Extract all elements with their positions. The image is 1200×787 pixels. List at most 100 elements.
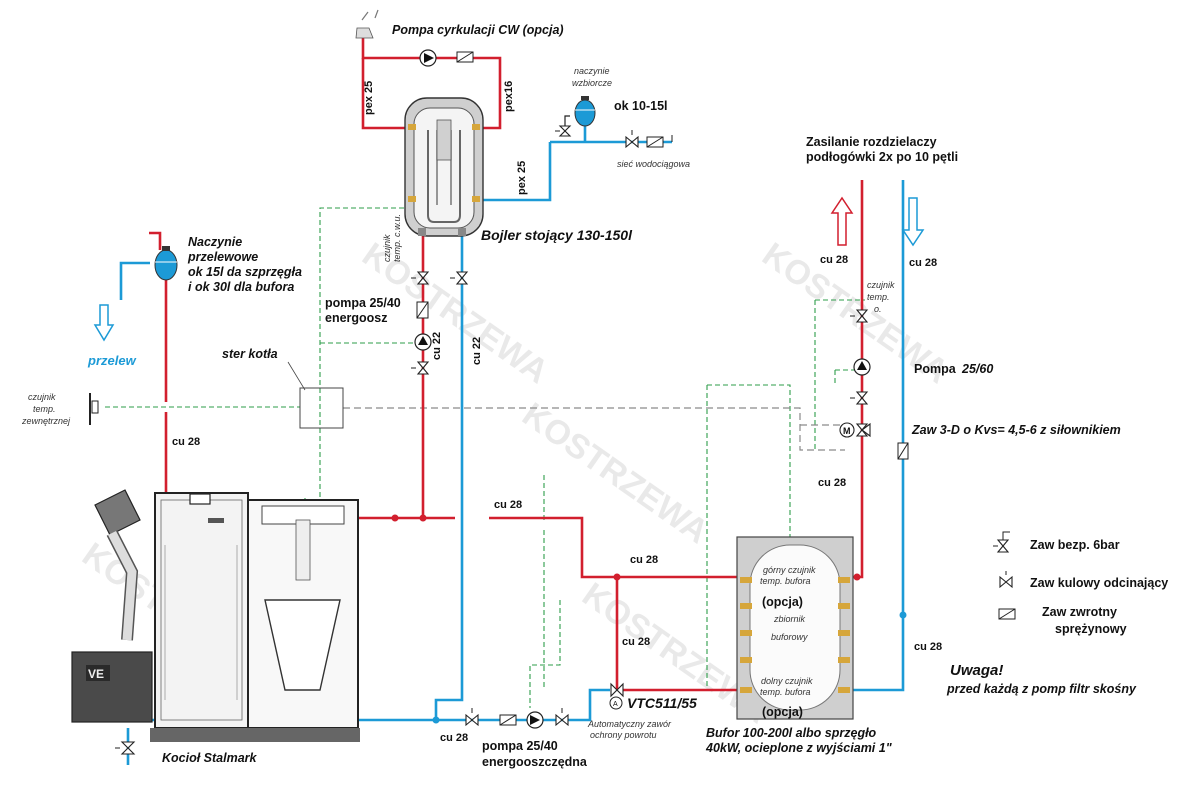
- pipe-label-cu28: cu 28: [818, 477, 846, 489]
- svg-text:A: A: [613, 701, 618, 708]
- ball-valve-icon: [555, 708, 569, 727]
- legend-label: Zaw zwrotny: [1042, 605, 1117, 619]
- safety-valve-icon: [555, 115, 572, 137]
- labels: Pompa cyrkulacji CW (opcja) naczynie wzb…: [21, 23, 1137, 769]
- boiler-pump-bottom-label: energooszczędna: [482, 755, 588, 769]
- boiler-pump-bottom-icon: [526, 711, 544, 729]
- ball-valve-icon: [465, 708, 479, 727]
- control-wiring: [343, 407, 845, 451]
- buffer-bottom-sensor-label: dolny czujnik: [761, 676, 813, 686]
- overflow-arrow-icon: [93, 304, 115, 342]
- legend-label: sprężynowy: [1055, 622, 1127, 636]
- pipe-label-cu22: cu 22: [471, 337, 483, 365]
- dhw-sensor-label: temp. c.w.u.: [392, 214, 402, 262]
- note-text: przed każdą z pomp filtr skośny: [946, 682, 1137, 696]
- pipe-label-cu28: cu 28: [622, 636, 650, 648]
- water-heater: [404, 97, 484, 237]
- pipe-label-cu28: cu 28: [494, 499, 522, 511]
- floor-heating-pump-icon: [853, 358, 871, 376]
- ball-valve-icon: [850, 309, 869, 323]
- expansion-vessel-label: wzbiorcze: [572, 78, 612, 88]
- water-heater-label: Bojler stojący 130-150l: [481, 227, 633, 243]
- watermark: KOSTRZEWA: [515, 395, 715, 551]
- outdoor-sensor-label: czujnik: [28, 392, 56, 402]
- buffer-description: 40kW, ocieplone z wyjściami 1": [705, 741, 893, 755]
- buffer-tank-label: zbiornik: [773, 614, 806, 624]
- boiler-body: VE: [71, 489, 360, 742]
- overflow-vessel-label: Naczynie: [188, 235, 242, 249]
- legend: Zaw bezp. 6bar Zaw kulowy odcinający Zaw…: [993, 531, 1168, 636]
- pipe-label-cu28: cu 28: [914, 641, 942, 653]
- auto-valve-label: ochrony powrotu: [590, 730, 657, 740]
- boiler-brand-logo: VE: [88, 667, 104, 681]
- room-sensor-label: o.: [874, 304, 882, 314]
- buffer-bottom-sensor-label: temp. bufora: [760, 687, 811, 697]
- ball-valve-icon: [411, 271, 430, 285]
- buffer-description: Bufor 100-200l albo sprzęgło: [706, 726, 877, 740]
- boiler-pump-bottom-label: pompa 25/40: [482, 739, 558, 753]
- buffer-top-sensor-label: górny czujnik: [763, 565, 816, 575]
- floor-heating-supply-label: podłogówki 2x po 10 pętli: [806, 150, 958, 164]
- buffer-bottom-option-label: (opcja): [762, 705, 803, 719]
- ball-valve-icon: [115, 741, 136, 755]
- ball-valves: [115, 130, 869, 755]
- legend-item: Zaw kulowy odcinający: [999, 571, 1168, 590]
- pipe-label-pex25: pex 25: [363, 81, 375, 115]
- anti-condensation-valve-icon: A: [609, 682, 624, 710]
- room-sensor-label: czujnik: [867, 280, 895, 290]
- ball-valve-icon: [625, 130, 639, 149]
- buffer-tank-label: buforowy: [771, 632, 808, 642]
- controller-label: ster kotła: [222, 347, 278, 361]
- outdoor-sensor-label: zewnętrznej: [21, 416, 71, 426]
- dhw-sensor-label: czujnik: [382, 234, 392, 262]
- expansion-vessel-label: naczynie: [574, 66, 610, 76]
- pipe-label-pex16: pex16: [503, 81, 515, 112]
- circulation-pump-label: Pompa cyrkulacji CW (opcja): [392, 23, 564, 37]
- room-sensor-label: temp.: [867, 292, 890, 302]
- supply-arrow-icon: [830, 196, 854, 246]
- boiler-pump-top-label: pompa 25/40: [325, 296, 401, 310]
- ball-valve-icon: [411, 361, 430, 375]
- buffer-top-sensor-label: temp. bufora: [760, 576, 811, 586]
- floor-pump-label: Pompa: [914, 362, 957, 376]
- water-network-label: sieć wodociągowa: [617, 159, 690, 169]
- flow-arrows: [93, 196, 925, 342]
- auto-valve-label: Automatyczny zawór: [587, 719, 672, 729]
- ball-valve-icon: [450, 271, 469, 285]
- faucet-icon: [355, 9, 379, 39]
- circulation-pump-icon: [419, 49, 437, 67]
- pipe-label-cu22: cu 22: [431, 332, 443, 360]
- legend-label: Zaw bezp. 6bar: [1030, 538, 1120, 552]
- pipe-label-cu28: cu 28: [440, 732, 468, 744]
- svg-text:M: M: [843, 426, 851, 436]
- expansion-vessel-dhw: [574, 96, 596, 127]
- check-valves: [416, 51, 909, 726]
- boiler-pump-top-icon: [414, 333, 432, 351]
- expansion-vessel-size: ok 10-15l: [614, 99, 668, 113]
- overflow-vessel-label: i ok 30l dla bufora: [188, 280, 294, 294]
- return-arrow-icon: [901, 197, 925, 247]
- ball-valve-icon: [999, 571, 1013, 589]
- pipe-label-cu28: cu 28: [172, 436, 200, 448]
- note-title: Uwaga!: [950, 662, 1003, 679]
- overflow-vessel-label: ok 15l da szprzęgła: [188, 265, 302, 279]
- outdoor-sensor-icon: [89, 393, 99, 425]
- pipe-label-pex25-side: pex 25: [516, 161, 528, 195]
- floor-pump-model: 25/60: [961, 362, 993, 376]
- legend-item: Zaw zwrotny sprężynowy: [998, 605, 1127, 636]
- safety-valve-icon: [993, 531, 1010, 553]
- vtc-valve-label: VTC511/55: [627, 695, 697, 711]
- three-way-valve-label: Zaw 3-D o Kvs= 4,5-6 z siłownikiem: [911, 423, 1121, 437]
- outdoor-sensor-label: temp.: [33, 404, 56, 414]
- buffer-top-option-label: (opcja): [762, 595, 803, 609]
- check-valve-icon: [998, 608, 1016, 620]
- pipe-label-cu28: cu 28: [820, 254, 848, 266]
- overflow-label: przelew: [87, 353, 137, 368]
- pipe-label-cu28: cu 28: [909, 257, 937, 269]
- controller-box: [299, 387, 344, 429]
- floor-heating-supply-label: Zasilanie rozdzielaczy: [806, 135, 937, 149]
- boiler-label: Kocioł Stalmark: [162, 751, 258, 765]
- ball-valve-icon: [850, 391, 869, 405]
- legend-item: Zaw bezp. 6bar: [993, 531, 1120, 553]
